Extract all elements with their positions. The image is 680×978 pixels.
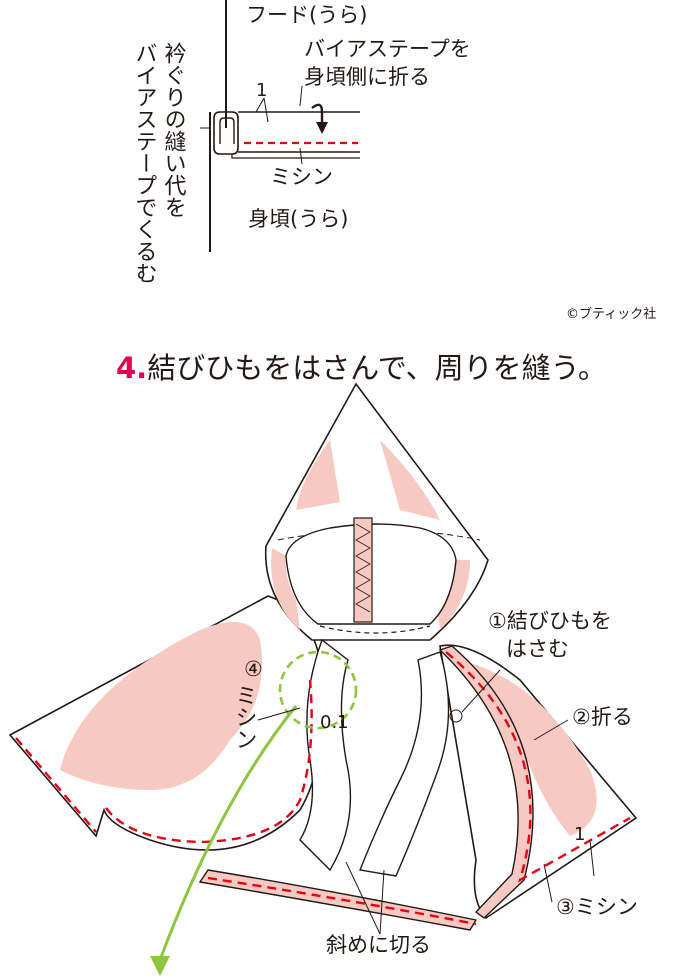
right-front-band: [438, 645, 534, 919]
cut-diagonal-label: 斜めに切る: [326, 933, 431, 957]
stitch-3-label: ③ミシン: [556, 895, 638, 919]
bottom-hem-band: [198, 869, 478, 931]
center-bias-strip: [353, 517, 373, 623]
poncho-assembly-diagram: ①結びひもを はさむ ②折る ③ミシン 1 0.1 斜めに切る ④ ミシン: [8, 382, 638, 976]
stitch-4-label: ミシン: [232, 684, 257, 750]
body-back-label: 身頃(うら): [248, 207, 348, 231]
measure-1-label: 1: [574, 824, 585, 845]
fold-arrow-icon: [311, 103, 324, 124]
measure-label-1: 1: [256, 80, 267, 101]
measure-01-label: 0.1: [320, 712, 349, 733]
neckline-detail-diagram: フード(うら) バイアステープを 身頃側に折る 1 ミシン 身頃(うら) 衿ぐり…: [132, 0, 471, 284]
detail-highlight-circle: [278, 650, 358, 730]
tie-ribbon-right: [359, 651, 450, 877]
wrap-seam-label-col1: 衿ぐりの縫い代を: [161, 42, 187, 218]
step-number: 4.: [116, 351, 147, 385]
detail-pointer-arrow: [158, 705, 298, 961]
tie-label-1: ①結びひもを: [488, 609, 612, 633]
stitch-line-left: [15, 679, 313, 844]
copyright-text: ©ブティック社: [566, 306, 656, 322]
stitch-line-right: [445, 651, 631, 883]
stitch-label: ミシン: [270, 165, 333, 189]
bias-tape-fold-label-1: バイアステープを: [304, 37, 471, 61]
fold-label: ②折る: [572, 705, 633, 729]
stitch-line-hem: [207, 876, 477, 926]
tie-label-2: はさむ: [506, 637, 569, 661]
hood-back-label: フード(うら): [246, 3, 367, 27]
step-heading: 4.結びひもをはさんで、周りを縫う。: [116, 351, 607, 385]
wrap-seam-label-col2: バイアステープでくるむ: [132, 42, 157, 284]
step-text: 結びひもをはさんで、周りを縫う。: [147, 351, 607, 385]
bias-tape-fold-label-2: 身頃側に折る: [304, 65, 430, 89]
stitch-4-num: ④: [244, 657, 263, 681]
